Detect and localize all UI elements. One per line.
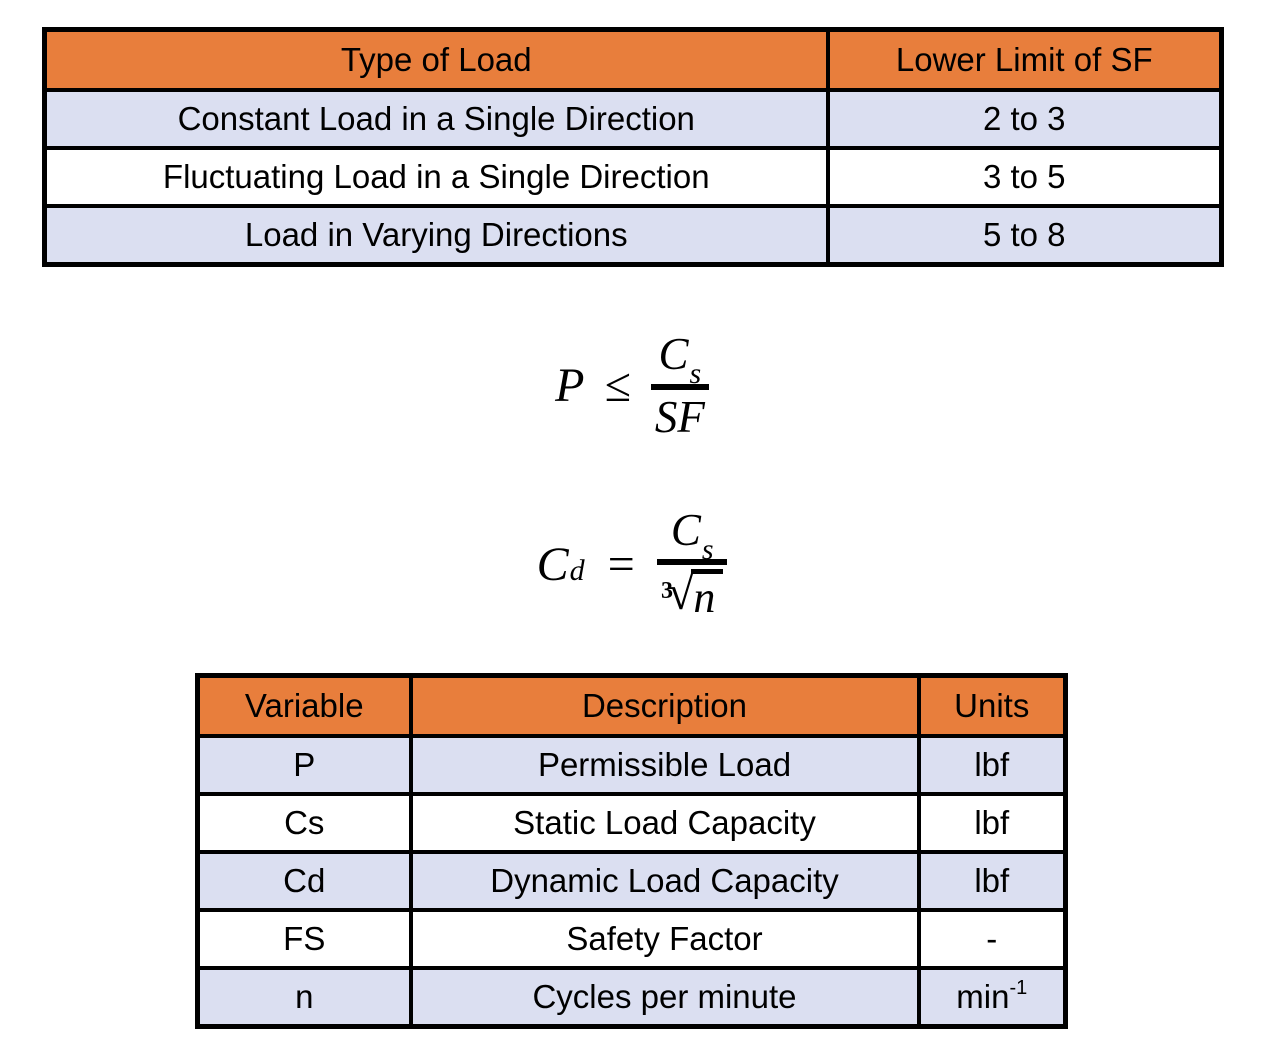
table-row: Cs Static Load Capacity lbf bbox=[195, 792, 1068, 854]
variable-definition-table: Variable Description Units P Permissible… bbox=[195, 673, 1068, 1029]
units-cell: lbf bbox=[916, 734, 1068, 796]
root-index: 3 bbox=[660, 578, 673, 605]
permissible-load-formula: P ≤ Cs SF bbox=[0, 327, 1264, 445]
fraction-numerator-Cs: Cs bbox=[667, 505, 718, 565]
description-cell: Static Load Capacity bbox=[408, 792, 921, 854]
table-row: Constant Load in a Single Direction 2 to… bbox=[42, 88, 1224, 150]
table-row: Fluctuating Load in a Single Direction 3… bbox=[42, 146, 1224, 208]
table-row: P Permissible Load lbf bbox=[195, 734, 1068, 796]
variable-table-header-units: Units bbox=[916, 673, 1068, 738]
fraction: Cs 3 √ n bbox=[656, 505, 728, 623]
fraction: Cs SF bbox=[650, 329, 709, 442]
variable-table-header-variable: Variable bbox=[195, 673, 413, 738]
variable-cell: n bbox=[195, 966, 413, 1029]
leq-symbol: ≤ bbox=[604, 359, 631, 412]
fraction-bar bbox=[656, 559, 728, 566]
load-type-cell: Constant Load in a Single Direction bbox=[42, 88, 830, 150]
formula-lhs-P: P bbox=[555, 359, 585, 412]
table-row: FS Safety Factor - bbox=[195, 908, 1068, 970]
sf-limit-cell: 3 to 5 bbox=[825, 146, 1224, 208]
equals-symbol: = bbox=[604, 538, 637, 591]
load-type-cell: Fluctuating Load in a Single Direction bbox=[42, 146, 830, 208]
description-cell: Dynamic Load Capacity bbox=[408, 850, 921, 912]
units-exponent: -1 bbox=[1009, 977, 1028, 999]
numerator-base: C bbox=[658, 329, 689, 380]
numerator-base: C bbox=[670, 505, 701, 556]
load-table-header-type: Type of Load bbox=[42, 27, 830, 92]
units-cell: - bbox=[916, 908, 1068, 970]
load-table-header-limit: Lower Limit of SF bbox=[825, 27, 1224, 92]
table-row: n Cycles per minute min-1 bbox=[195, 966, 1068, 1029]
load-table-header-row: Type of Load Lower Limit of SF bbox=[42, 27, 1224, 92]
units-cell: lbf bbox=[916, 792, 1068, 854]
lhs-base: C bbox=[536, 538, 569, 591]
units-cell: lbf bbox=[916, 850, 1068, 912]
cube-root-of-n: 3 √ n bbox=[657, 564, 727, 622]
fraction-numerator-Cs: Cs bbox=[654, 329, 705, 389]
fraction-denominator-SF: SF bbox=[654, 391, 705, 442]
variable-table-header-row: Variable Description Units bbox=[195, 673, 1068, 738]
description-cell: Permissible Load bbox=[408, 734, 921, 796]
sf-limit-cell: 2 to 3 bbox=[825, 88, 1224, 150]
numerator-subscript: s bbox=[701, 533, 714, 567]
numerator-subscript: s bbox=[689, 357, 702, 391]
description-cell: Cycles per minute bbox=[408, 966, 921, 1029]
table-row: Cd Dynamic Load Capacity lbf bbox=[195, 850, 1068, 912]
load-type-cell: Load in Varying Directions bbox=[42, 204, 830, 267]
units-base: min bbox=[956, 978, 1010, 1015]
variable-cell: P bbox=[195, 734, 413, 796]
radicand-n: n bbox=[691, 569, 724, 622]
fraction-bar bbox=[650, 383, 709, 390]
variable-table-header-description: Description bbox=[408, 673, 921, 738]
sf-limit-cell: 5 to 8 bbox=[825, 204, 1224, 267]
units-cell: min-1 bbox=[916, 966, 1068, 1029]
radical-sign: √ bbox=[666, 564, 695, 621]
variable-cell: Cd bbox=[195, 850, 413, 912]
table-row: Load in Varying Directions 5 to 8 bbox=[42, 204, 1224, 267]
variable-cell: FS bbox=[195, 908, 413, 970]
load-type-table: Type of Load Lower Limit of SF Constant … bbox=[42, 27, 1224, 267]
variable-cell: Cs bbox=[195, 792, 413, 854]
description-cell: Safety Factor bbox=[408, 908, 921, 970]
